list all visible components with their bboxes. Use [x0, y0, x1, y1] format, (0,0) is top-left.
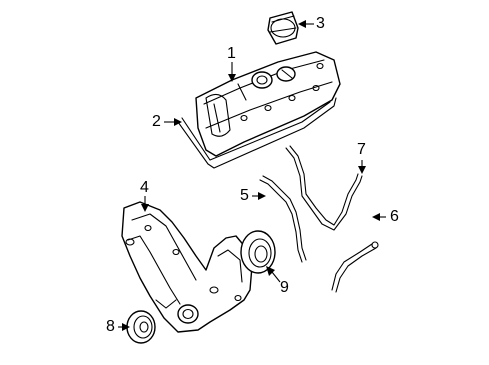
part-8-hub — [126, 310, 156, 344]
callout-8: 8 — [106, 318, 115, 335]
part-9-seal — [240, 230, 276, 274]
callout-4: 4 — [140, 179, 149, 196]
part-4-timing-cover — [121, 201, 253, 333]
callout-3: 3 — [316, 15, 325, 32]
part-7-gasket-strip — [285, 145, 363, 231]
callout-2: 2 — [152, 113, 161, 130]
callout-6: 6 — [390, 208, 399, 225]
part-1-valve-cover — [195, 51, 341, 157]
callout-5: 5 — [240, 187, 249, 204]
leader-lines — [118, 20, 386, 331]
callout-9: 9 — [280, 279, 289, 296]
part-5-gasket-strip — [259, 175, 307, 263]
part-6-gasket-strip — [331, 241, 379, 293]
part-3-oil-cap — [267, 11, 299, 45]
callout-7: 7 — [357, 141, 366, 158]
part-2-valve-cover-gasket — [177, 97, 337, 169]
callout-1: 1 — [227, 45, 236, 62]
